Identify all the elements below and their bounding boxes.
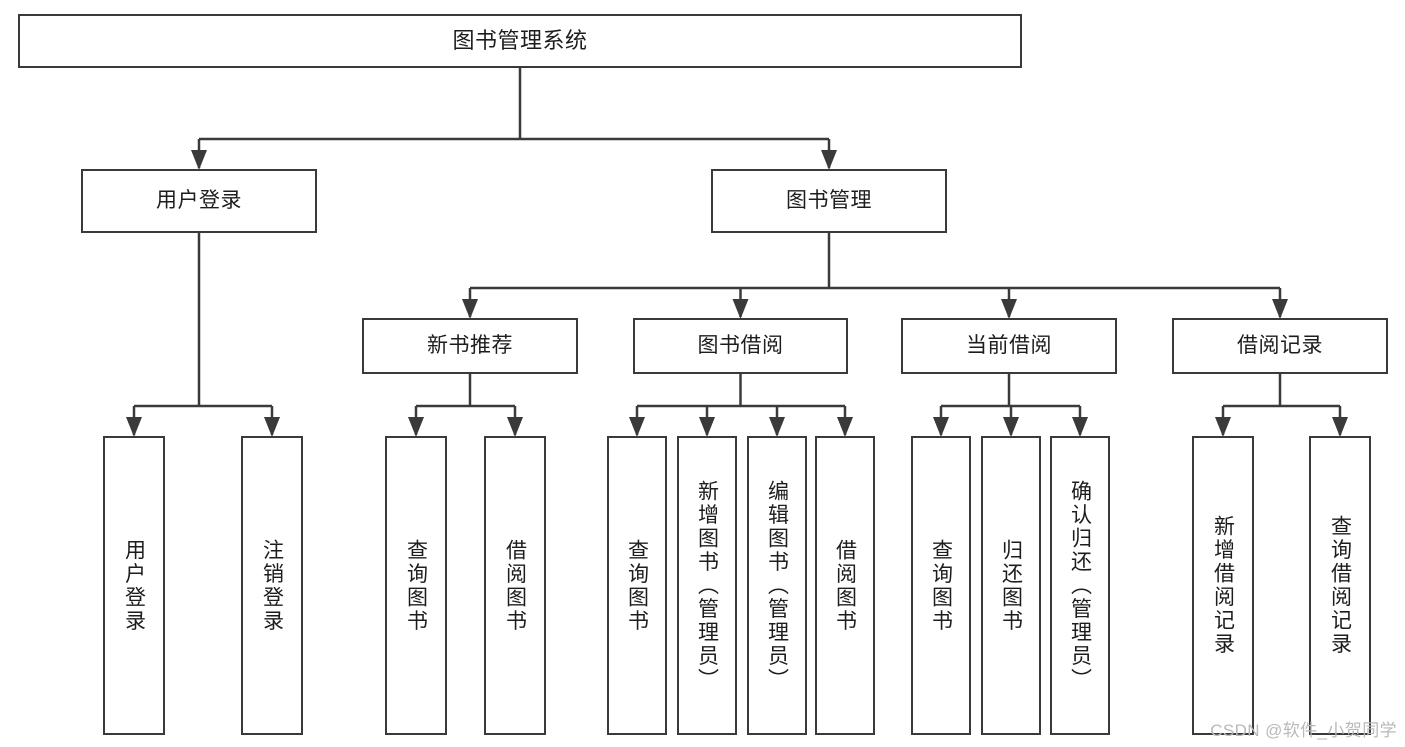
node-l-b2[interactable]: 借阅图书: [815, 436, 875, 735]
arrow-head: [1001, 299, 1017, 319]
node-l-q1[interactable]: 查询图书: [385, 436, 447, 735]
arrow-head: [126, 417, 142, 437]
node-n-record[interactable]: 借阅记录: [1172, 318, 1388, 374]
arrow-head: [933, 417, 949, 437]
arrow-head: [769, 417, 785, 437]
arrow-head: [507, 417, 523, 437]
arrow-head: [408, 417, 424, 437]
arrow-head: [264, 417, 280, 437]
node-label: 新增借阅记录: [1211, 515, 1235, 656]
node-label: 借阅图书: [503, 538, 527, 633]
node-label: 归还图书: [999, 538, 1023, 633]
node-n-bookmgmt[interactable]: 图书管理: [711, 169, 947, 233]
node-label: 新书推荐: [427, 333, 513, 357]
node-l-q3[interactable]: 查询图书: [911, 436, 971, 735]
node-label: 新增图书（管理员）: [695, 479, 719, 692]
node-l-edit[interactable]: 编辑图书（管理员）: [747, 436, 807, 735]
node-root[interactable]: 图书管理系统: [18, 14, 1022, 68]
node-label: 注销登录: [260, 538, 284, 633]
node-l-add[interactable]: 新增图书（管理员）: [677, 436, 737, 735]
arrow-head: [821, 150, 837, 170]
node-label: 查询图书: [404, 538, 428, 633]
node-label: 图书借阅: [697, 333, 784, 357]
node-label: 借阅记录: [1237, 333, 1323, 357]
node-label: 查询图书: [625, 538, 649, 633]
arrow-head: [462, 299, 478, 319]
node-n-login[interactable]: 用户登录: [81, 169, 317, 233]
node-label: 当前借阅: [966, 333, 1052, 357]
node-l-b1[interactable]: 借阅图书: [484, 436, 546, 735]
node-label: 借阅图书: [833, 538, 857, 633]
arrow-head: [1003, 417, 1019, 437]
arrow-head: [191, 150, 207, 170]
node-l-return[interactable]: 归还图书: [981, 436, 1041, 735]
node-n-borrow[interactable]: 图书借阅: [633, 318, 848, 374]
arrow-head: [1272, 299, 1288, 319]
arrow-head: [699, 417, 715, 437]
arrow-head: [732, 299, 749, 319]
node-l-confirm[interactable]: 确认归还（管理员）: [1050, 436, 1110, 735]
node-label: 确认归还（管理员）: [1068, 479, 1092, 692]
node-label: 编辑图书（管理员）: [765, 479, 789, 692]
arrow-head: [1215, 417, 1231, 437]
node-label: 用户登录: [156, 188, 242, 212]
node-n-newbook[interactable]: 新书推荐: [362, 318, 578, 374]
node-l-logout[interactable]: 注销登录: [241, 436, 303, 735]
node-label: 查询图书: [929, 538, 953, 633]
arrow-head: [629, 417, 645, 437]
node-label: 用户登录: [122, 538, 146, 633]
node-l-addrec[interactable]: 新增借阅记录: [1192, 436, 1254, 735]
node-label: 图书管理系统: [452, 28, 588, 54]
node-l-qrec[interactable]: 查询借阅记录: [1309, 436, 1371, 735]
arrow-head: [1332, 417, 1348, 437]
node-label: 查询借阅记录: [1328, 515, 1352, 656]
arrow-head: [837, 417, 853, 437]
node-n-current[interactable]: 当前借阅: [901, 318, 1117, 374]
node-label: 图书管理: [786, 188, 872, 212]
arrow-head: [1072, 417, 1088, 437]
node-l-userlogin[interactable]: 用户登录: [103, 436, 165, 735]
node-l-q2[interactable]: 查询图书: [607, 436, 667, 735]
